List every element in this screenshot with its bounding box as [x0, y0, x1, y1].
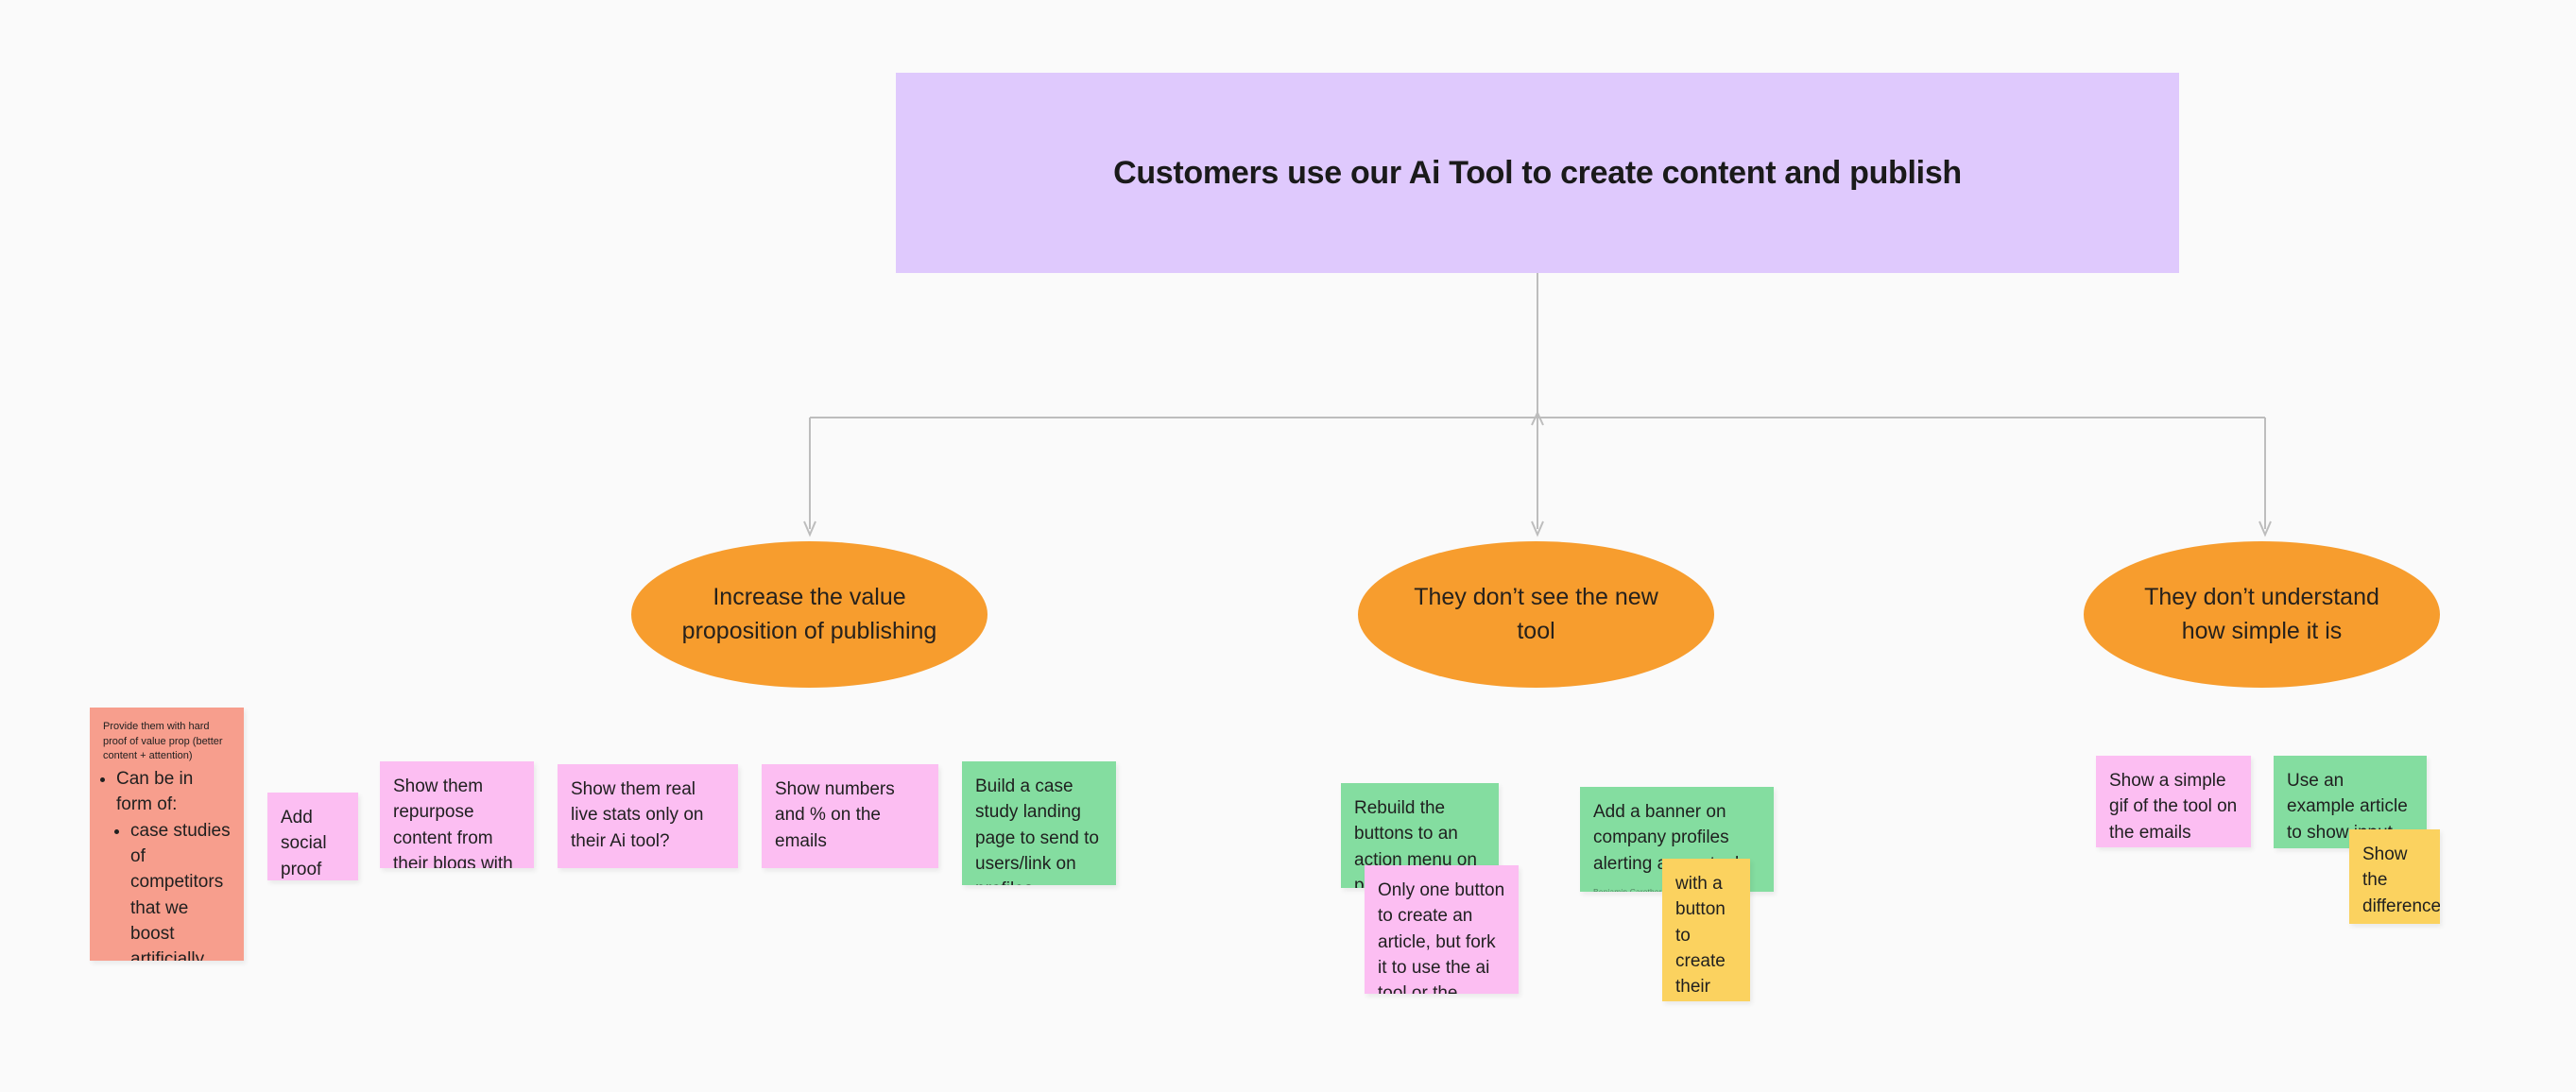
sticky-note-bullet: Can be in form of: case studies of compe…	[116, 766, 231, 961]
branch-node-label: They don’t understand how simple it is	[2144, 584, 2379, 644]
sticky-note-heading: Provide them with hard proof of value pr…	[103, 721, 223, 762]
sticky-note-bullet-list: Can be in form of: case studies of compe…	[103, 766, 231, 961]
sticky-note-text: Show a simple gif of the tool on the ema…	[2109, 771, 2238, 843]
sticky-note-add-social-proof[interactable]: Add social proof	[267, 793, 358, 880]
branch-node-increase-value-proposition[interactable]: Increase the value proposition of publis…	[631, 541, 987, 688]
sticky-note-case-study-landing[interactable]: Build a case study landing page to send …	[962, 761, 1116, 885]
sticky-note-proof-of-value[interactable]: Provide them with hard proof of value pr…	[90, 708, 244, 961]
sticky-note-text: Use an example article to show input and…	[2287, 771, 2408, 843]
sticky-note-numbers-emails[interactable]: Show numbers and % on the emails	[762, 764, 938, 868]
branch-node-label: Increase the value proposition of publis…	[681, 584, 937, 644]
sticky-note-sub-bullet-list: case studies of competitors that we boos…	[116, 818, 231, 961]
sticky-note-simple-gif[interactable]: Show a simple gif of the tool on the ema…	[2096, 756, 2251, 847]
sticky-note-text: Only one button to create an article, bu…	[1378, 880, 1505, 994]
sticky-note-text: Show numbers and % on the emails	[775, 779, 895, 851]
sticky-note-first-copilot-button[interactable]: with a button to create their first copi…	[1662, 859, 1750, 1001]
sticky-note-difference-outlines[interactable]: Show the difference in outlinesAgustina …	[2349, 829, 2440, 924]
branch-node-dont-understand-simplicity[interactable]: They don’t understand how simple it is	[2084, 541, 2440, 688]
sticky-note-text: Show the difference in outlines	[2362, 845, 2440, 924]
root-node-title: Customers use our Ai Tool to create cont…	[1113, 154, 1962, 191]
branch-node-label: They don’t see the new tool	[1414, 584, 1658, 644]
sticky-note-author: Benjamin Carothers	[1593, 886, 1760, 892]
root-node[interactable]: Customers use our Ai Tool to create cont…	[896, 73, 2179, 273]
sticky-note-one-button-fork[interactable]: Only one button to create an article, bu…	[1365, 865, 1519, 994]
sticky-note-repurpose-content[interactable]: Show them repurpose content from their b…	[380, 761, 534, 868]
sticky-note-text: Show them repurpose content from their b…	[393, 776, 513, 868]
branch-node-dont-see-new-tool[interactable]: They don’t see the new tool	[1358, 541, 1714, 688]
sticky-note-bullet-label: Can be in form of:	[116, 768, 194, 815]
sticky-note-text: Build a case study landing page to send …	[975, 776, 1099, 885]
sticky-note-text: with a button to create their first copi…	[1675, 874, 1726, 998]
sticky-note-text: Show them real live stats only on their …	[571, 779, 704, 851]
sticky-note-live-stats[interactable]: Show them real live stats only on their …	[558, 764, 738, 868]
sticky-note-text: Add social proof	[281, 808, 327, 879]
sticky-note-sub-bullet: case studies of competitors that we boos…	[130, 818, 231, 961]
